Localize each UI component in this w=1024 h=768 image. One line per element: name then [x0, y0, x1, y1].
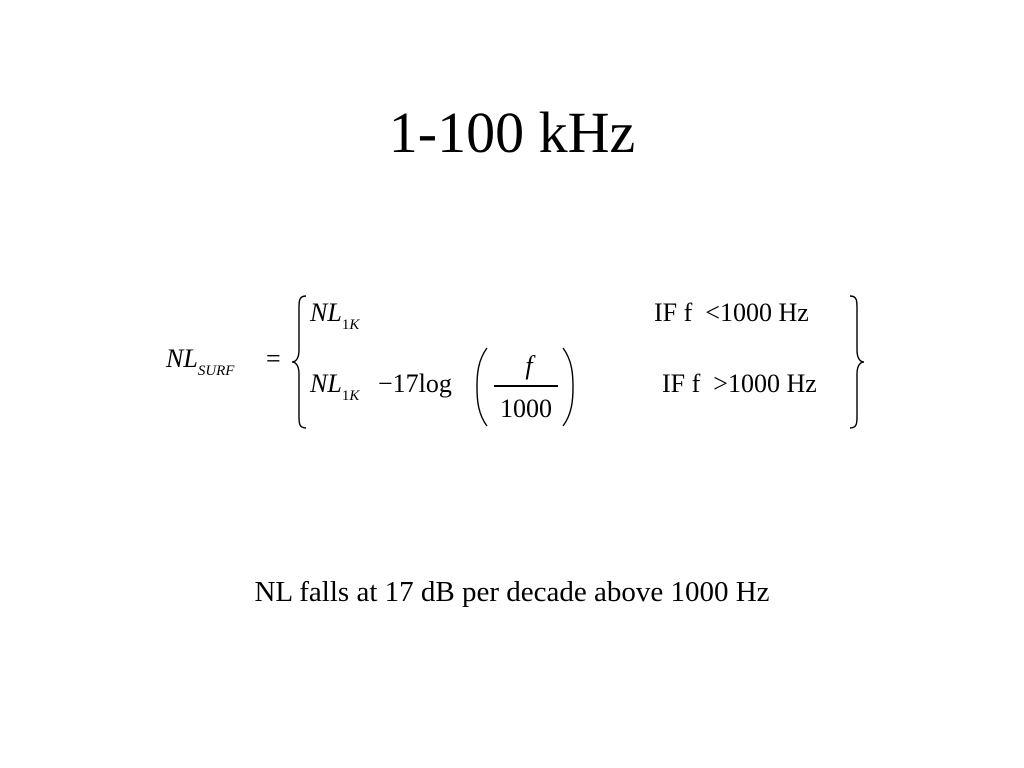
case1-unit: Hz — [778, 298, 809, 327]
case1-var: f — [683, 298, 693, 327]
fraction-bar — [494, 385, 558, 387]
slide-title: 1-100 kHz — [388, 100, 636, 165]
case1-condition: IF f <1000 Hz — [654, 298, 809, 328]
case2-condition: IF f >1000 Hz — [662, 369, 817, 399]
case2-sub-letter: K — [349, 388, 360, 404]
fraction-numerator: f — [525, 351, 533, 380]
case2-var: f — [691, 369, 701, 398]
case2-sub-digit: 1 — [341, 388, 350, 404]
case1-term: NL1K — [310, 298, 360, 333]
lhs-symbol: NL — [166, 344, 198, 373]
case1-sub-letter: K — [349, 317, 360, 333]
right-paren — [562, 347, 574, 427]
case2-if: IF — [662, 369, 686, 398]
case2-log: log — [418, 369, 452, 398]
lhs-subscript: SURF — [197, 363, 235, 379]
case1-symbol: NL — [310, 298, 342, 327]
case1-value: 1000 — [719, 298, 772, 327]
left-brace — [291, 295, 307, 429]
case2-minus: − — [378, 369, 393, 398]
case1-operator: < — [705, 298, 720, 327]
case2-operator: > — [713, 369, 728, 398]
right-brace — [849, 295, 865, 429]
case2-term: NL1K — [310, 369, 360, 404]
case1-if: IF — [654, 298, 678, 327]
case2-value: 1000 — [727, 369, 780, 398]
fraction-denominator: 1000 — [500, 394, 552, 423]
slide-caption: NL falls at 17 dB per decade above 1000 … — [254, 576, 770, 608]
case2-unit: Hz — [786, 369, 817, 398]
case2-operator-expression: −17log — [378, 369, 452, 399]
case2-coefficient: 17 — [392, 369, 419, 398]
left-paren — [476, 347, 488, 427]
equation-lhs: NLSURF — [166, 344, 235, 379]
case1-sub-digit: 1 — [341, 317, 350, 333]
equals-sign: = — [266, 344, 281, 373]
case2-symbol: NL — [310, 369, 342, 398]
